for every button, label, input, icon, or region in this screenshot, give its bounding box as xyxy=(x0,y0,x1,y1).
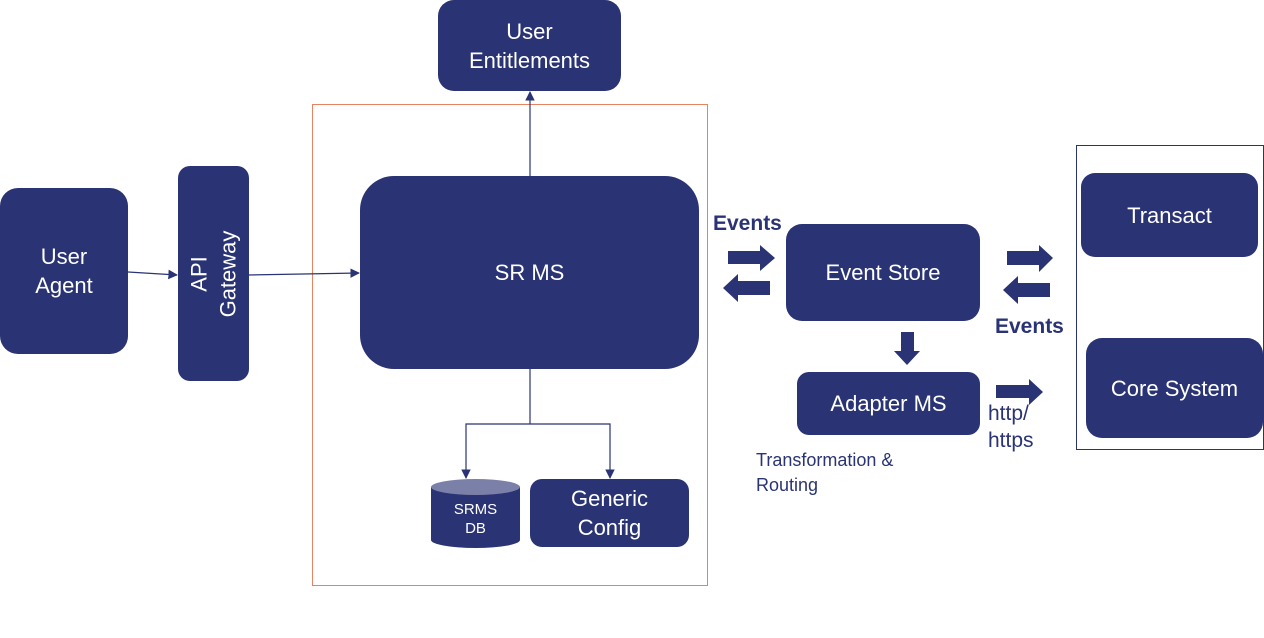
user-agent-node[interactable]: User Agent xyxy=(0,188,128,354)
block-arrow-left-icon xyxy=(723,274,770,302)
core-system-node[interactable]: Core System xyxy=(1086,338,1263,438)
adapter-ms-node[interactable]: Adapter MS xyxy=(797,372,980,435)
user-entitlements-label: User Entitlements xyxy=(468,18,591,73)
generic-config-label: Generic Config xyxy=(570,486,649,540)
block-arrow-right-icon xyxy=(1007,245,1053,272)
api-gateway-node[interactable]: API Gateway xyxy=(178,166,249,381)
events-label-right: Events xyxy=(995,315,1064,338)
user-agent-label: User Agent xyxy=(35,244,93,298)
user-entitlements-node[interactable]: User Entitlements xyxy=(438,0,621,91)
edge-user-agent-to-api-gateway xyxy=(127,269,178,280)
sr-ms-label: SR MS xyxy=(494,260,565,285)
core-system-label: Core System xyxy=(1110,375,1239,401)
transact-label: Transact xyxy=(1127,202,1212,228)
block-arrow-right-icon xyxy=(728,245,775,271)
event-store-label: Event Store xyxy=(825,260,941,285)
srms-db-label: SRMS DB xyxy=(453,501,498,537)
transact-node[interactable]: Transact xyxy=(1081,173,1258,257)
block-arrow-down-icon xyxy=(894,332,920,365)
events-label-left: Events xyxy=(713,212,782,235)
api-gateway-label: API Gateway xyxy=(186,230,241,317)
http-https-label: http/ https xyxy=(988,402,1034,452)
block-arrow-right-icon xyxy=(996,379,1043,405)
event-store-node[interactable]: Event Store xyxy=(786,224,980,321)
sr-ms-node[interactable]: SR MS xyxy=(360,176,699,369)
edge-sr-ms-to-generic-config xyxy=(530,423,615,479)
generic-config-node[interactable]: Generic Config xyxy=(530,479,689,547)
edge-sr-ms-to-srms-db xyxy=(461,423,530,479)
sr-ms-boundary-frame xyxy=(312,104,708,586)
block-arrow-left-icon xyxy=(1003,276,1050,304)
adapter-ms-label: Adapter MS xyxy=(830,391,947,416)
database-cylinder-icon xyxy=(431,479,520,548)
transformation-routing-label: Transformation & Routing xyxy=(756,450,894,495)
edge-api-gateway-to-sr-ms xyxy=(248,268,360,278)
